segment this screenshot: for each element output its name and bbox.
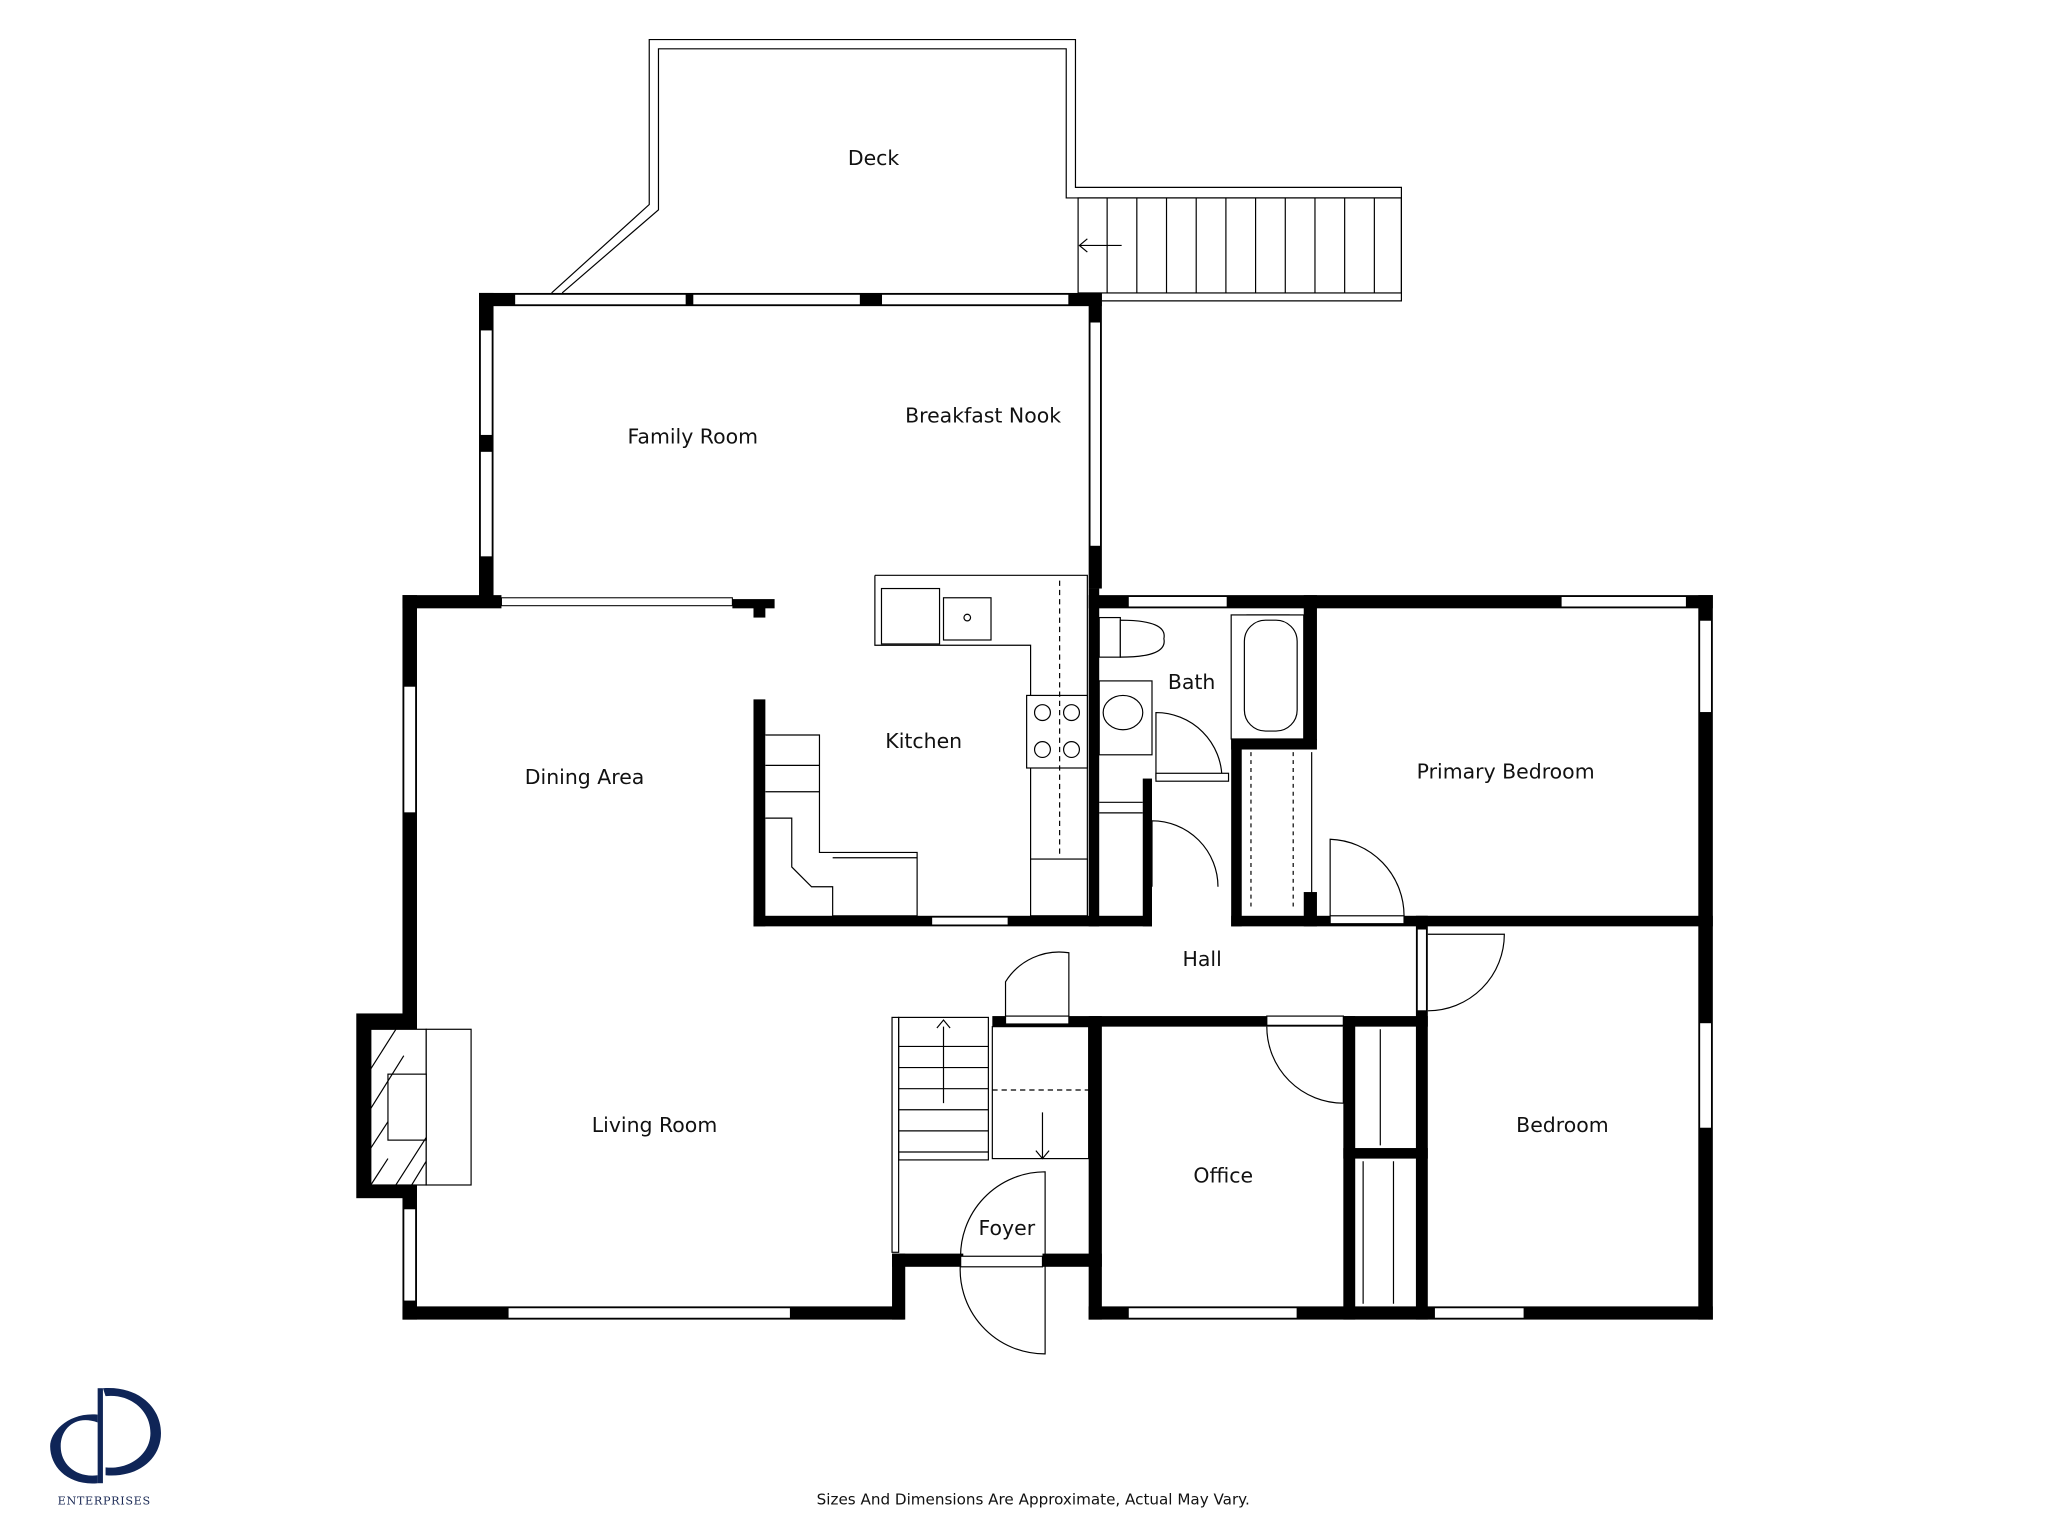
- interior-stairs: [891, 1016, 1090, 1253]
- room-label-kitchen: Kitchen: [885, 729, 962, 753]
- room-label-bedroom: Bedroom: [1516, 1113, 1608, 1137]
- room-label-office: Office: [1193, 1163, 1253, 1187]
- room-label-dining-area: Dining Area: [525, 765, 645, 789]
- room-label-deck: Deck: [848, 146, 900, 170]
- room-label-family-room: Family Room: [628, 424, 758, 448]
- bath-fixtures: [1098, 614, 1305, 911]
- room-label-living-room: Living Room: [592, 1113, 717, 1137]
- doors: [959, 711, 1505, 1355]
- room-label-bath: Bath: [1168, 670, 1216, 694]
- deck-outline: [551, 38, 1402, 302]
- disclaimer-text: Sizes And Dimensions Are Approximate, Ac…: [817, 1490, 1250, 1508]
- room-label-foyer: Foyer: [979, 1216, 1036, 1240]
- windows: [403, 293, 1713, 1319]
- room-label-breakfast-nook: Breakfast Nook: [905, 403, 1061, 427]
- fireplace: [370, 1028, 472, 1186]
- kitchen-fixtures: [765, 574, 1088, 917]
- logo-name: ENTERPRISES: [58, 1494, 151, 1507]
- deck-stairs: [1077, 197, 1402, 294]
- stair-arrow-icon: [1078, 238, 1122, 253]
- company-logo: ENTERPRISES: [50, 1387, 161, 1507]
- room-label-hall: Hall: [1183, 947, 1222, 971]
- room-label-primary-bedroom: Primary Bedroom: [1417, 760, 1595, 784]
